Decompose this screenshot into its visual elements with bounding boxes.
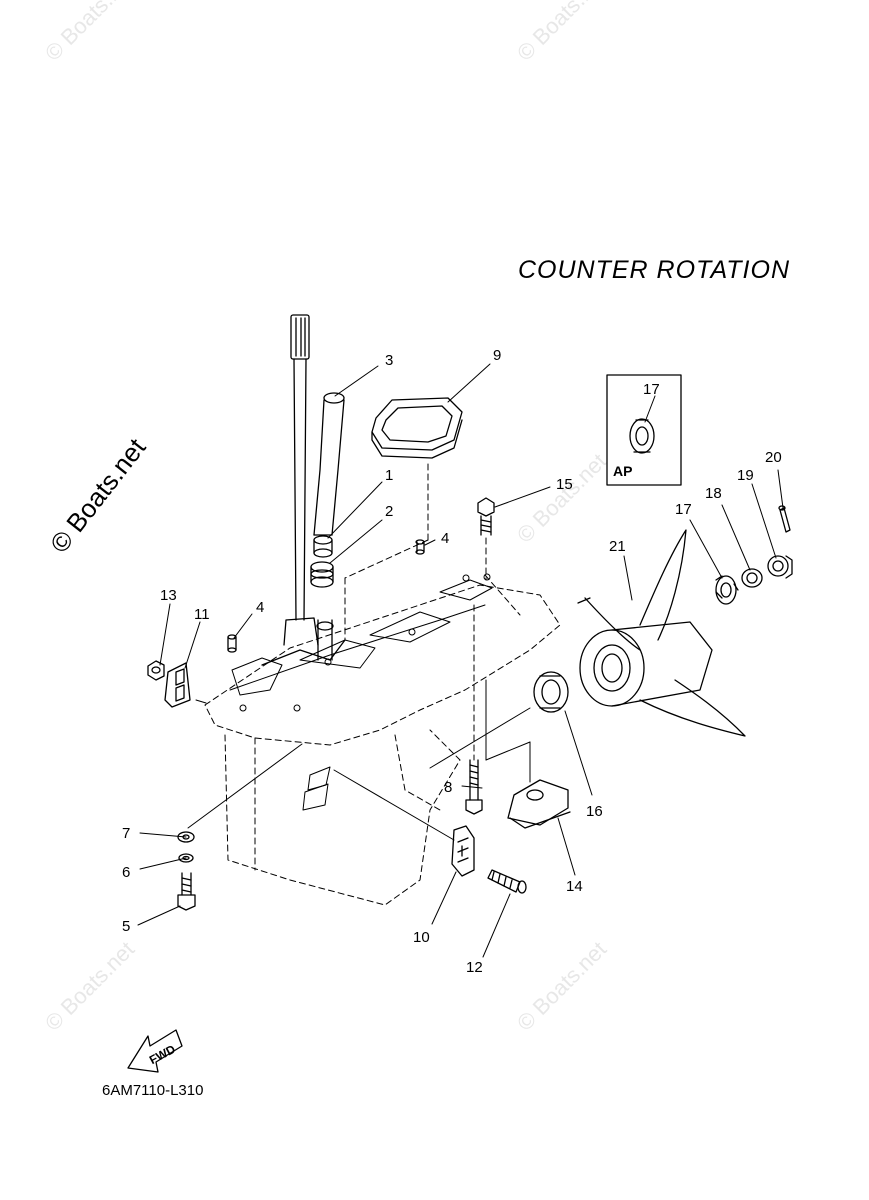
callout-21: 21 (609, 538, 626, 555)
callout-4: 4 (256, 599, 264, 616)
callout-19: 19 (737, 467, 754, 484)
callout-4: 4 (441, 530, 449, 547)
water-tube (313, 392, 345, 661)
inset-label: AP (613, 463, 632, 479)
leader-lines (137, 363, 784, 958)
callout-9: 9 (493, 347, 501, 364)
bolt-5 (177, 872, 196, 911)
callouts: 1 2 3 4 4 5 6 7 8 9 10 11 12 13 14 15 16… (122, 347, 782, 1067)
callout-15: 15 (556, 476, 573, 493)
washer-6 (178, 853, 194, 863)
anode-10 (451, 825, 475, 877)
trim-tab-14 (507, 779, 571, 829)
callout-2: 2 (385, 503, 393, 520)
callout-8: 8 (444, 779, 452, 796)
callout-1: 1 (385, 467, 393, 484)
callout-18: 18 (705, 485, 722, 502)
bolt-12 (487, 869, 527, 894)
cotter-pin-20 (778, 505, 791, 533)
diagram-title: COUNTER ROTATION (518, 256, 791, 284)
drive-shaft (261, 314, 346, 666)
washer-18 (741, 568, 763, 588)
callout-20: 20 (765, 449, 782, 466)
bolt-15 (477, 497, 495, 536)
gasket (371, 397, 463, 459)
fwd-arrow (127, 1029, 183, 1073)
callout-17: 17 (675, 501, 692, 518)
callout-5: 5 (122, 918, 130, 935)
anode-11 (164, 662, 191, 708)
callout-17: 17 (643, 381, 660, 398)
part-code: 6AM7110-L310 (102, 1082, 204, 1099)
callout-13: 13 (160, 587, 177, 604)
spacer-17 (715, 575, 739, 605)
callout-12: 12 (466, 959, 483, 976)
bolt-8 (465, 759, 483, 815)
callout-16: 16 (586, 803, 603, 820)
callout-6: 6 (122, 864, 130, 881)
callout-7: 7 (122, 825, 130, 842)
inset-box-ap (606, 374, 682, 486)
propeller-21 (577, 529, 746, 737)
callout-14: 14 (566, 878, 583, 895)
seal-rubber (310, 561, 334, 588)
nut-13 (147, 660, 165, 681)
lower-case-housing (204, 574, 561, 906)
nut-19 (767, 555, 793, 579)
lower-case-top-details (229, 573, 493, 811)
thrust-washer-16 (533, 671, 569, 713)
callout-11: 11 (194, 606, 210, 623)
callout-3: 3 (385, 352, 393, 369)
grommet (313, 535, 333, 558)
callout-10: 10 (413, 929, 430, 946)
